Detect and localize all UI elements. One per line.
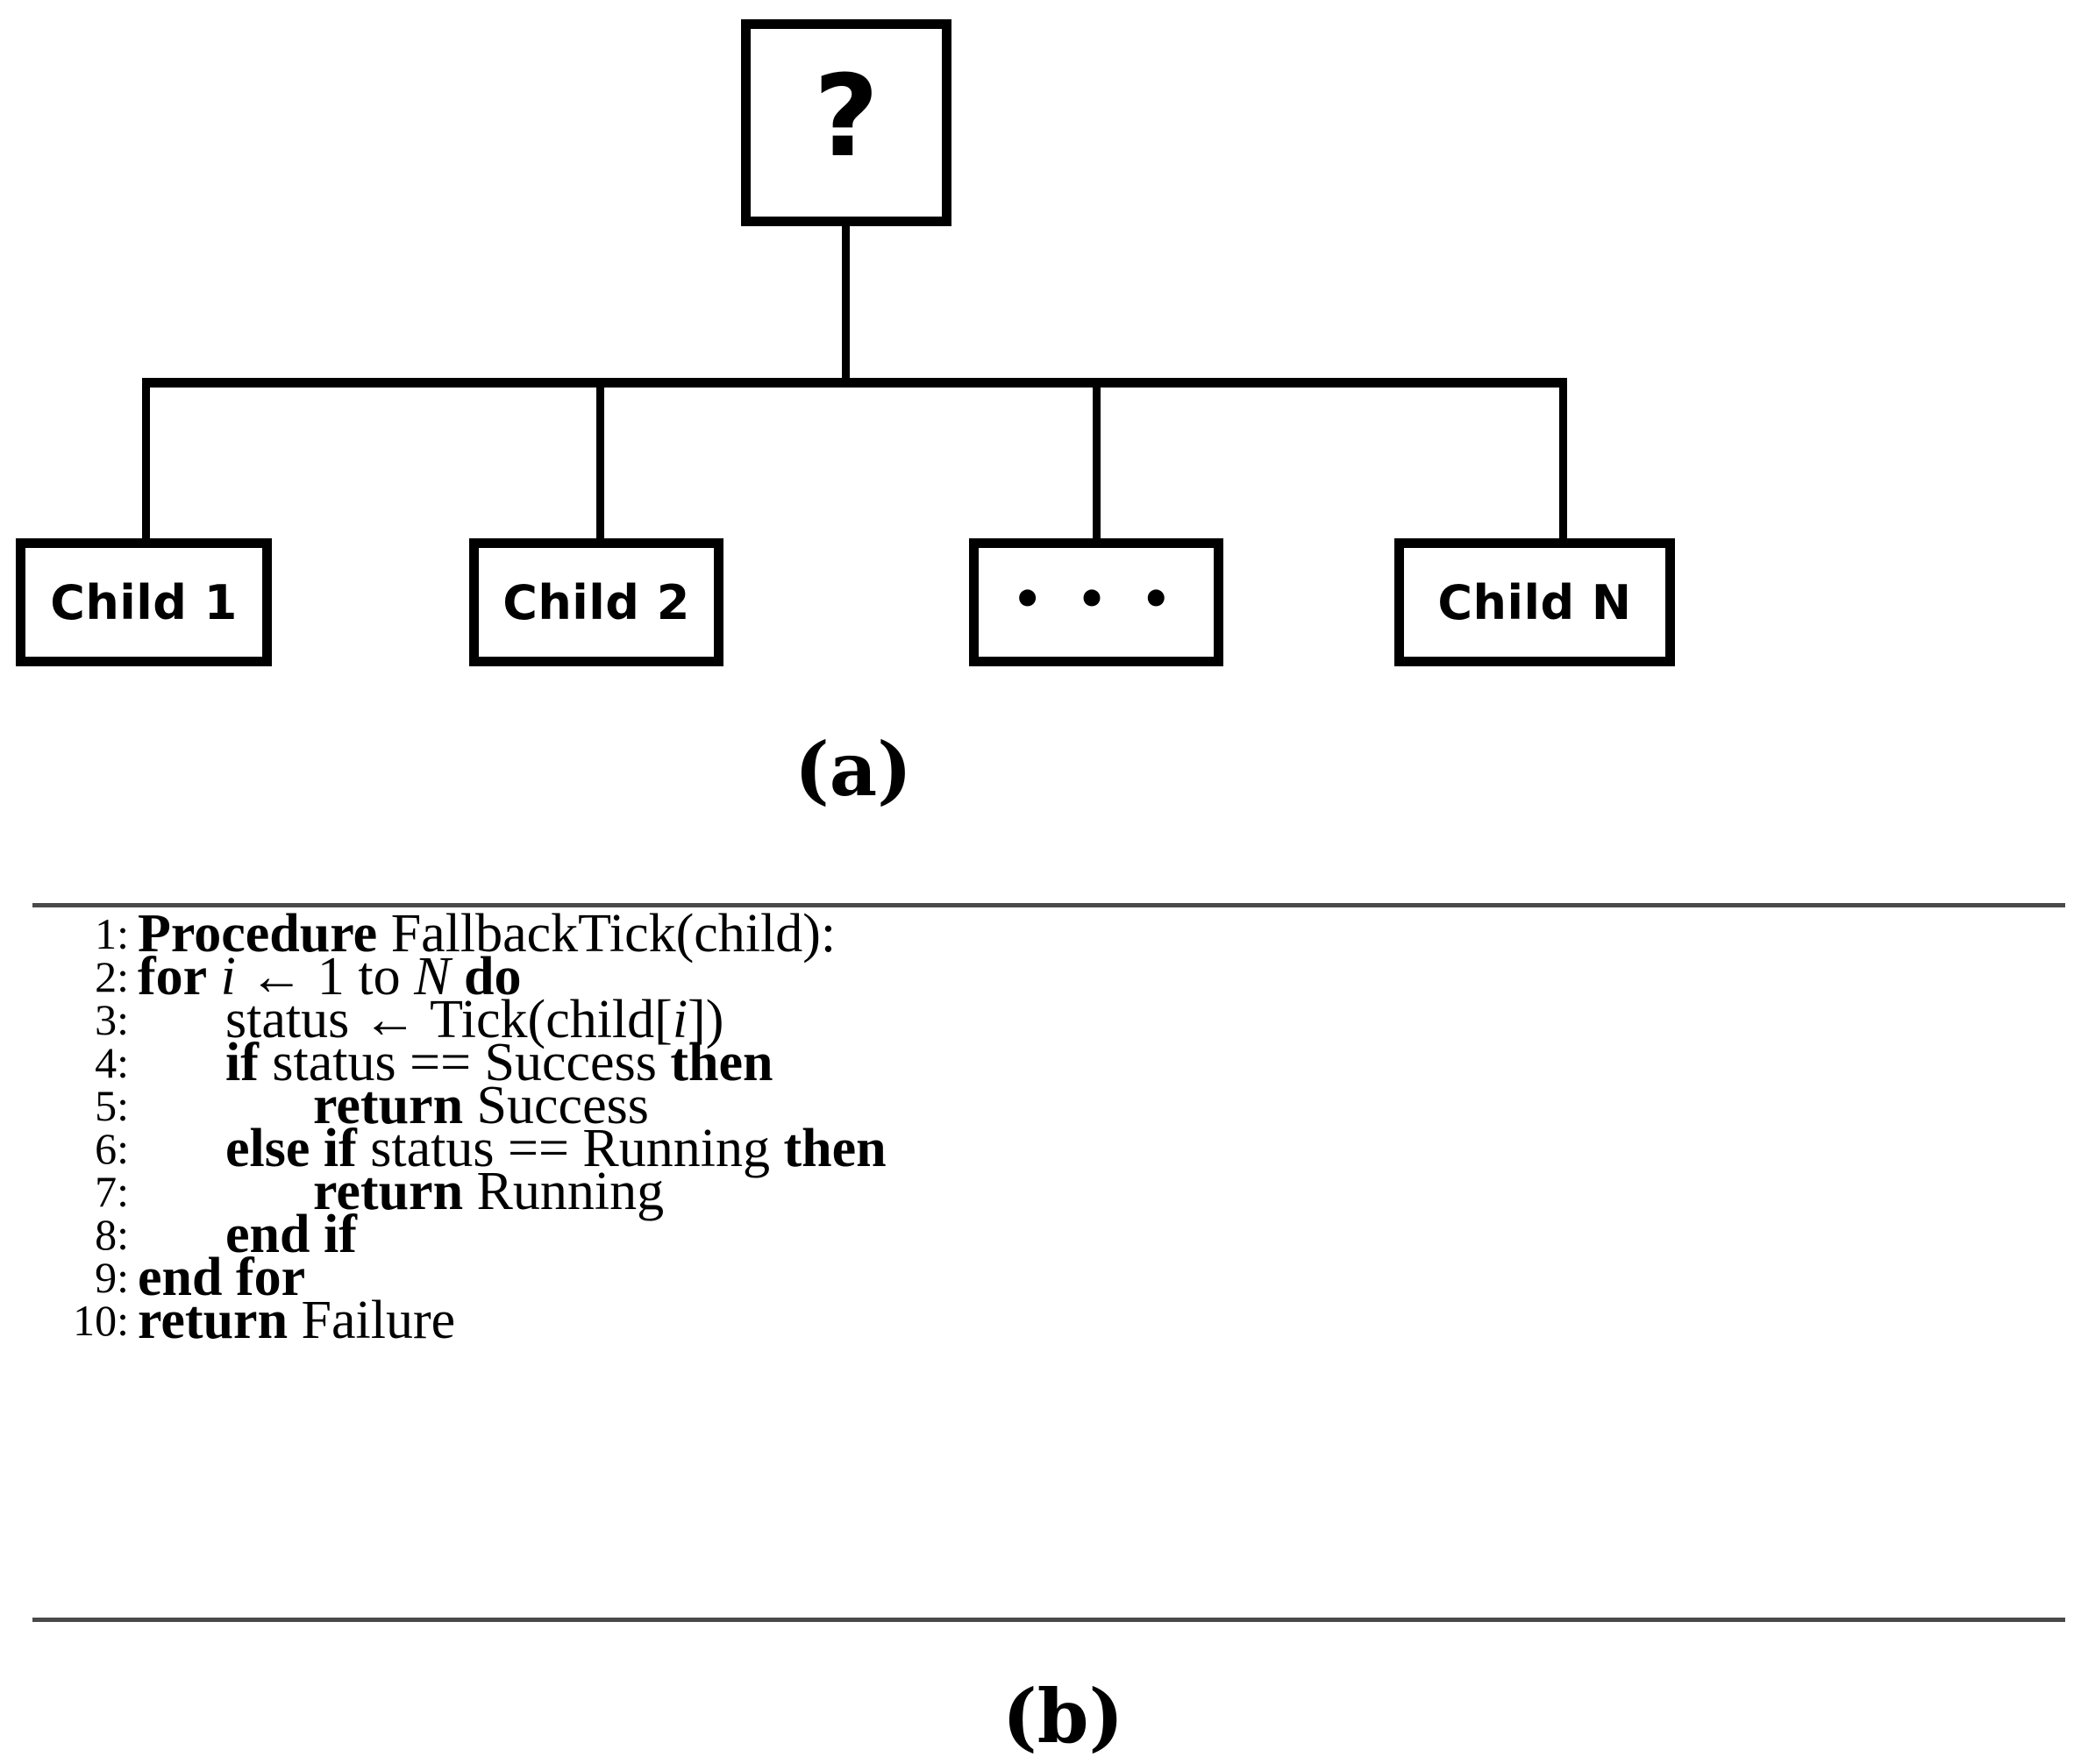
algorithm-line: 9:end for — [32, 1250, 2065, 1305]
algorithm-line-number: 4: — [95, 1038, 129, 1087]
algorithm-line: 3: status ← Tick(child[i]) — [32, 992, 2065, 1047]
child-edge-4 — [1559, 382, 1567, 542]
algorithm-line: 10:return Failure — [32, 1293, 2065, 1348]
child-edge-3 — [1093, 382, 1101, 542]
algorithm-line: 2:for i ← 1 to N do — [32, 950, 2065, 1004]
algorithm-top-rule — [32, 903, 2065, 907]
algorithm-line-number: 2: — [95, 952, 129, 1001]
algorithm-token: status == Running — [356, 1119, 784, 1178]
algorithm-line-number: 6: — [95, 1124, 129, 1173]
algorithm-line-number: 7: — [95, 1167, 129, 1216]
algorithm-lines: 1:Procedure FallbackTick(child):2:for i … — [32, 907, 2065, 1614]
algorithm-token: else if — [225, 1119, 357, 1178]
child-node-1: Child 1 — [16, 538, 272, 666]
fallback-root-node: ? — [741, 19, 951, 226]
subfigure-label-b: (b) — [1002, 1673, 1124, 1760]
algorithm-token: FallbackTick(child): — [377, 904, 837, 964]
child-node-label: Child 2 — [502, 574, 690, 630]
child-node-2: Child 2 — [469, 538, 723, 666]
algorithm-line-code: return Success — [313, 1078, 649, 1133]
algorithm-line-code: end if — [225, 1207, 357, 1262]
algorithm-line: 8: end if — [32, 1207, 2065, 1262]
algorithm-token: status == Success — [258, 1033, 671, 1092]
algorithm-token: if — [225, 1033, 259, 1092]
child-node-label: Child 1 — [50, 574, 238, 630]
child-node-n: Child N — [1394, 538, 1675, 666]
algorithm-line-number: 10: — [73, 1296, 129, 1345]
algorithm-token: end if — [225, 1205, 357, 1264]
algorithm-token: i — [672, 990, 688, 1049]
algorithm-line-code: if status == Success then — [225, 1035, 773, 1090]
algorithm-line: 4: if status == Success then — [32, 1035, 2065, 1090]
algorithm-token: then — [783, 1119, 887, 1178]
algorithm-bottom-rule — [32, 1618, 2065, 1622]
algorithm-token: status ← Tick(child[ — [225, 990, 673, 1049]
algorithm-token: for — [138, 947, 208, 1006]
child-edge-1 — [142, 382, 150, 542]
algorithm-line-code: for i ← 1 to N do — [138, 950, 521, 1004]
algorithm-line-code: return Running — [313, 1164, 664, 1219]
algorithm-token: end for — [138, 1248, 306, 1307]
algorithm-line-code: return Failure — [138, 1293, 455, 1348]
child-node-ellipsis: • • • — [969, 538, 1223, 666]
subfigure-label-a: (a) — [795, 726, 912, 813]
algorithm-line-number: 1: — [95, 909, 129, 958]
algorithm-token: return — [138, 1291, 289, 1350]
algorithm-token: N — [414, 947, 451, 1006]
algorithm-line-code: else if status == Running then — [225, 1121, 887, 1176]
algorithm-token: Running — [463, 1162, 665, 1221]
algorithm-token: return — [313, 1162, 464, 1221]
algorithm-token: Success — [463, 1076, 649, 1135]
algorithm-token: i — [220, 947, 236, 1006]
algorithm-line-number: 5: — [95, 1081, 129, 1130]
algorithm-token: Procedure — [138, 904, 378, 964]
child-node-label: Child N — [1437, 574, 1632, 630]
algorithm-line: 1:Procedure FallbackTick(child): — [32, 907, 2065, 961]
algorithm-line: 5: return Success — [32, 1078, 2065, 1133]
child-edge-2 — [596, 382, 604, 542]
algorithm-line-code: Procedure FallbackTick(child): — [138, 907, 836, 961]
algorithm-line: 6: else if status == Running then — [32, 1121, 2065, 1176]
algorithm-line: 7: return Running — [32, 1164, 2065, 1219]
algorithm-line-number: 3: — [95, 995, 129, 1044]
horizontal-bus-edge — [142, 378, 1567, 388]
algorithm-line-number: 8: — [95, 1210, 129, 1259]
algorithm-token: then — [670, 1033, 773, 1092]
algorithm-token: ← 1 to — [235, 947, 415, 1006]
algorithm-token: do — [464, 947, 522, 1006]
algorithm-line-code: end for — [138, 1250, 305, 1305]
algorithm-line-code: status ← Tick(child[i]) — [225, 992, 723, 1047]
algorithm-token: return — [313, 1076, 464, 1135]
question-mark-icon: ? — [813, 52, 880, 182]
algorithm-line-number: 9: — [95, 1253, 129, 1302]
ellipsis-icon: • • • — [1012, 571, 1180, 627]
algorithm-block: 1:Procedure FallbackTick(child):2:for i … — [32, 903, 2065, 1622]
algorithm-token: ]) — [688, 990, 724, 1049]
root-stem-edge — [842, 224, 850, 382]
algorithm-token — [207, 947, 221, 1006]
algorithm-token: Failure — [288, 1291, 456, 1350]
